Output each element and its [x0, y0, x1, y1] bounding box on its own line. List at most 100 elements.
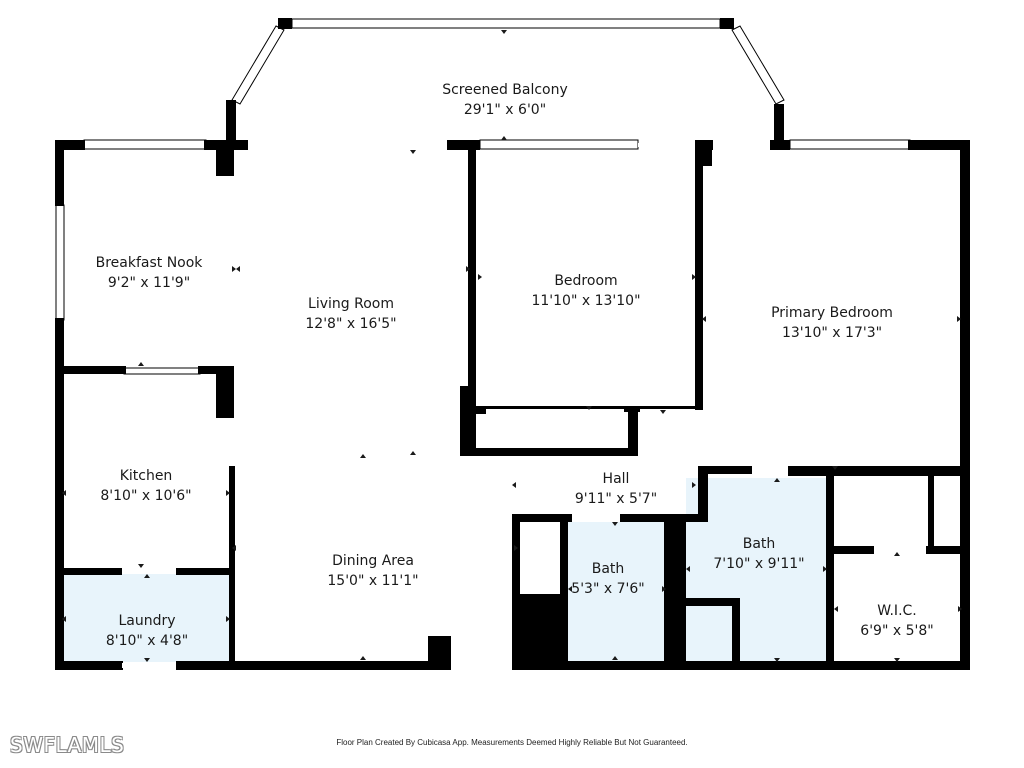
dimension-ticks: [62, 30, 962, 662]
wall: [216, 366, 234, 418]
window-balcony-left: [231, 25, 285, 105]
wall: [476, 406, 486, 414]
opening: [122, 663, 176, 668]
tick: [360, 656, 366, 660]
wall: [460, 448, 638, 456]
swflamls-watermark: SWFLAMLS: [10, 733, 125, 757]
tick: [410, 451, 416, 455]
wall: [204, 140, 248, 150]
opening: [713, 143, 770, 147]
room-name-kitchen: Kitchen: [120, 468, 173, 484]
wall: [560, 514, 568, 670]
wall: [460, 386, 476, 456]
tick: [138, 362, 144, 366]
tiled-room-fills: [64, 478, 829, 662]
wall: [512, 514, 520, 670]
tick: [232, 545, 236, 551]
wall: [176, 568, 232, 575]
wall: [176, 661, 451, 670]
tick: [501, 136, 507, 140]
bath-large-floor: [686, 478, 829, 662]
room-dims-kitchen: 8'10" x 10'6": [100, 488, 191, 504]
tick: [834, 606, 838, 612]
wall: [476, 406, 696, 409]
tick: [612, 656, 618, 660]
wall: [774, 104, 784, 150]
room-name-laundry: Laundry: [118, 613, 175, 629]
room-name-primary-bedroom: Primary Bedroom: [771, 305, 893, 321]
room-name-breakfast-nook: Breakfast Nook: [96, 255, 204, 271]
tick: [958, 606, 962, 612]
wall: [686, 598, 738, 606]
room-name-bath-large: Bath: [743, 536, 776, 552]
wall: [720, 18, 734, 29]
opening: [248, 143, 447, 147]
walls: [55, 18, 970, 670]
tick: [514, 545, 518, 551]
wall: [229, 466, 235, 662]
room-dims-laundry: 8'10" x 4'8": [106, 633, 188, 649]
wall: [468, 140, 476, 410]
tick: [360, 454, 366, 458]
tick: [478, 274, 482, 280]
wall: [908, 140, 970, 150]
tick: [957, 316, 961, 322]
wall: [278, 18, 292, 29]
tick: [692, 482, 696, 488]
wall: [698, 466, 752, 474]
tick: [894, 552, 900, 556]
wall: [55, 140, 85, 150]
tick: [138, 564, 144, 568]
room-dims-bath-large: 7'10" x 9'11": [713, 556, 804, 572]
room-dims-living-room: 12'8" x 16'5": [305, 316, 396, 332]
window-primary-top: [789, 139, 911, 150]
room-name-living-room: Living Room: [308, 296, 394, 312]
window-balcony-top: [291, 18, 721, 29]
room-labels: Screened Balcony 29'1" x 6'0" Breakfast …: [96, 82, 934, 649]
room-dims-primary-bedroom: 13'10" x 17'3": [782, 325, 882, 341]
tick: [823, 566, 827, 572]
tick: [226, 616, 230, 622]
window-balcony-right: [731, 25, 785, 105]
wall: [216, 146, 234, 176]
tick: [512, 482, 516, 488]
window-bedroom-top: [479, 139, 639, 150]
tick: [144, 658, 150, 662]
room-dims-dining-area: 15'0" x 11'1": [327, 573, 418, 589]
wall: [960, 140, 970, 670]
tick: [612, 522, 618, 526]
tick: [62, 616, 66, 622]
floor-plan-credit: Floor Plan Created By Cubicasa App. Meas…: [336, 738, 688, 747]
tick: [702, 316, 706, 322]
opening: [638, 143, 695, 147]
wall: [732, 598, 740, 670]
tick: [774, 478, 780, 482]
tick: [501, 30, 507, 34]
wall: [512, 661, 970, 670]
tick: [226, 490, 230, 496]
room-name-bedroom: Bedroom: [554, 273, 617, 289]
wall: [55, 140, 64, 206]
wall: [926, 546, 960, 554]
room-dims-screened-balcony: 29'1" x 6'0": [464, 102, 546, 118]
tick: [660, 410, 666, 414]
room-name-bath-small: Bath: [592, 561, 625, 577]
wall: [447, 140, 480, 150]
room-dims-hall: 9'11" x 5'7": [575, 491, 657, 507]
tick: [832, 466, 838, 470]
wall: [826, 474, 834, 670]
tick: [686, 566, 690, 572]
wall: [64, 568, 122, 575]
laundry-floor: [64, 574, 230, 662]
wall: [834, 546, 874, 554]
room-name-screened-balcony: Screened Balcony: [442, 82, 568, 98]
tick: [774, 658, 780, 662]
wall: [512, 514, 572, 522]
tick: [236, 266, 240, 272]
wall: [55, 318, 64, 670]
wall: [664, 514, 686, 670]
room-dims-wic: 6'9" x 5'8": [860, 623, 933, 639]
room-name-hall: Hall: [603, 471, 630, 487]
wall: [770, 140, 790, 150]
tick: [692, 274, 696, 280]
